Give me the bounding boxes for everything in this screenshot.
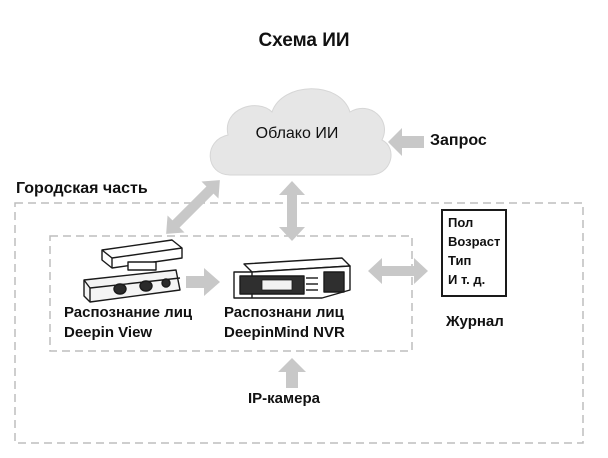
journal-field: Тип xyxy=(448,253,472,268)
ipcam-label: IP-камера xyxy=(248,390,320,407)
camera-label: Распознание лиц Deepin View xyxy=(64,303,192,343)
camera-label-line1: Распознание лиц xyxy=(64,304,193,321)
cloud-label: Облако ИИ xyxy=(255,125,339,142)
request-label: Запрос xyxy=(430,132,487,149)
nvr-cloud-arrow-icon xyxy=(279,181,305,241)
nvr-journal-arrow-icon xyxy=(368,258,428,284)
camera-cloud-arrow-icon xyxy=(166,180,220,234)
nvr-label-line2: DeepinMind NVR xyxy=(224,324,345,341)
journal-field: Пол xyxy=(448,215,474,230)
journal-box xyxy=(441,209,507,297)
journal-field: И т. д. xyxy=(448,272,486,287)
city-zone-label: Городская часть xyxy=(16,180,148,197)
city-zone-border xyxy=(14,202,584,444)
request-arrow-icon xyxy=(388,128,424,156)
journal-field: Возраст xyxy=(448,234,501,249)
nvr-device-icon xyxy=(233,257,351,299)
local-zone-border xyxy=(49,235,413,352)
panoramic-camera-icon xyxy=(83,239,183,303)
nvr-label: Распознани лиц DeepinMind NVR xyxy=(224,303,345,343)
journal-label: Журнал xyxy=(446,313,504,330)
camera-nvr-arrow-icon xyxy=(186,268,220,296)
camera-label-line2: Deepin View xyxy=(64,324,153,341)
cloud-icon xyxy=(209,88,392,176)
ipcam-arrow-icon xyxy=(278,358,306,388)
journal-fields-list: Пол Возраст Тип И т. д. xyxy=(448,213,500,289)
page-title: Схема ИИ xyxy=(258,30,350,51)
nvr-label-line1: Распознани лиц xyxy=(224,304,344,321)
